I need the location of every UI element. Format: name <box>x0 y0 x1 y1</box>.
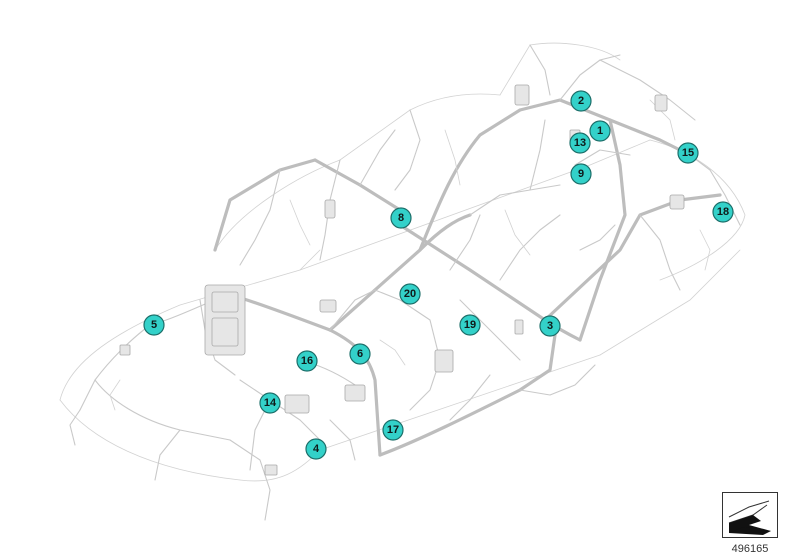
callout-label: 19 <box>464 319 476 331</box>
callout-14[interactable]: 14 <box>259 392 281 414</box>
callout-4[interactable]: 4 <box>305 438 327 460</box>
callout-label: 15 <box>682 147 694 159</box>
callout-label: 18 <box>717 206 729 218</box>
callout-label: 17 <box>387 424 399 436</box>
arrow-navigation-icon <box>728 500 771 535</box>
callout-16[interactable]: 16 <box>296 350 318 372</box>
callout-label: 6 <box>357 348 363 360</box>
callout-19[interactable]: 19 <box>459 314 481 336</box>
callout-17[interactable]: 17 <box>382 419 404 441</box>
callout-label: 20 <box>404 288 416 300</box>
branch-wiring <box>69 44 741 521</box>
callout-18[interactable]: 18 <box>712 201 734 223</box>
callout-1[interactable]: 1 <box>589 120 611 142</box>
callout-label: 1 <box>597 125 603 137</box>
connectors <box>119 84 685 476</box>
callout-2[interactable]: 2 <box>570 90 592 112</box>
callout-15[interactable]: 15 <box>677 142 699 164</box>
diagram-number: 496165 <box>731 543 769 555</box>
callout-13[interactable]: 13 <box>569 132 591 154</box>
navigation-box[interactable] <box>722 492 778 538</box>
callout-label: 16 <box>301 355 313 367</box>
callout-3[interactable]: 3 <box>539 315 561 337</box>
callout-label: 13 <box>574 137 586 149</box>
callout-8[interactable]: 8 <box>390 207 412 229</box>
callout-label: 8 <box>398 212 404 224</box>
callout-20[interactable]: 20 <box>399 283 421 305</box>
callout-label: 5 <box>151 319 157 331</box>
callout-5[interactable]: 5 <box>143 314 165 336</box>
callout-label: 9 <box>578 168 584 180</box>
car-outline <box>59 42 746 482</box>
callout-label: 4 <box>313 443 320 455</box>
callout-6[interactable]: 6 <box>349 343 371 365</box>
callout-9[interactable]: 9 <box>570 163 592 185</box>
callout-label: 2 <box>578 95 584 107</box>
callout-label: 14 <box>264 397 277 409</box>
callout-label: 3 <box>547 320 553 332</box>
